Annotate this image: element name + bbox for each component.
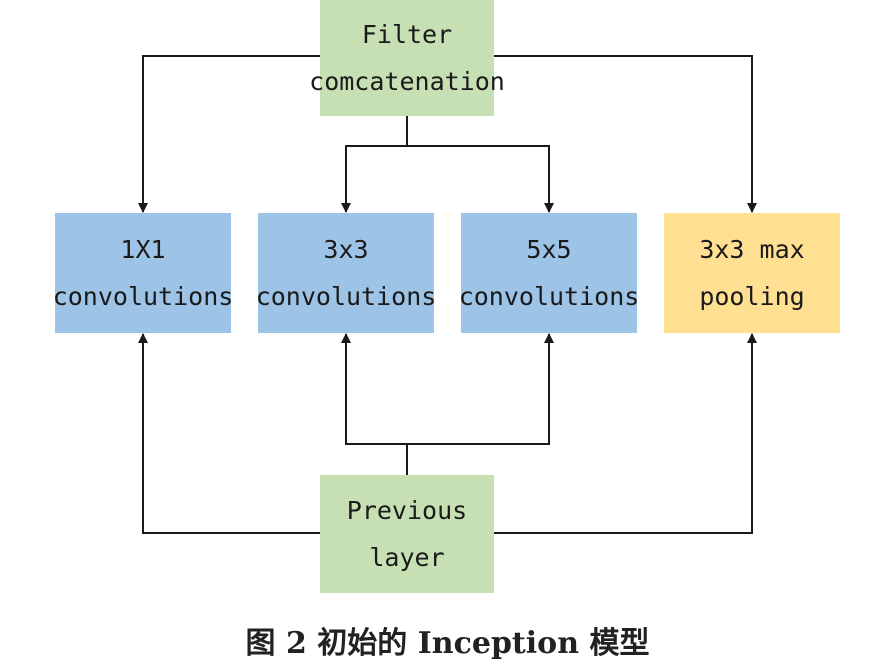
arrow-previous-to-conv5x5: [407, 333, 554, 445]
conv-1x1-box-label: convolutions: [53, 282, 234, 311]
conv-1x1-box-rect: [55, 213, 231, 333]
filter-concatenation-box: Filter comcatenation: [309, 0, 505, 116]
diagram-nodes: Filter comcatenation 1X1 convolutions 3x3 con…: [53, 0, 840, 593]
previous-layer-box-label: Previous: [347, 496, 467, 525]
previous-layer-box-rect: [320, 475, 494, 593]
filter-concatenation-box-rect: [320, 0, 494, 116]
connector-lines: [138, 55, 757, 534]
arrow-previous-to-conv1x1: [138, 333, 320, 534]
conv-1x1-box: 1X1 convolutions: [53, 213, 234, 333]
arrow-filter_concat-to-maxpool: [494, 55, 757, 213]
conv-3x3-box: 3x3 convolutions: [256, 213, 437, 333]
arrow-filter_concat-to-conv3x3: [341, 116, 408, 213]
conv-3x3-box-rect: [258, 213, 434, 333]
arrow-previous-to-conv3x3: [341, 333, 408, 475]
max-pooling-box-label: pooling: [699, 282, 804, 311]
filter-concatenation-box-label: comcatenation: [309, 67, 505, 96]
conv-5x5-box: 5x5 convolutions: [459, 213, 640, 333]
conv-5x5-box-rect: [461, 213, 637, 333]
max-pooling-box-rect: [664, 213, 840, 333]
max-pooling-box-label: 3x3 max: [699, 235, 804, 264]
conv-3x3-box-label: 3x3: [323, 235, 368, 264]
arrow-previous-to-maxpool: [494, 333, 757, 534]
max-pooling-box: 3x3 max pooling: [664, 213, 840, 333]
figure-caption: 图 2 初始的 Inception 模型: [245, 626, 650, 661]
conv-3x3-box-label: convolutions: [256, 282, 437, 311]
previous-layer-box-label: layer: [369, 543, 444, 572]
arrow-filter_concat-to-conv1x1: [138, 55, 320, 213]
conv-5x5-box-label: 5x5: [526, 235, 571, 264]
arrow-filter_concat-to-conv5x5: [407, 145, 554, 213]
previous-layer-box: Previous layer: [320, 475, 494, 593]
conv-5x5-box-label: convolutions: [459, 282, 640, 311]
filter-concatenation-box-label: Filter: [362, 20, 452, 49]
conv-1x1-box-label: 1X1: [120, 235, 165, 264]
